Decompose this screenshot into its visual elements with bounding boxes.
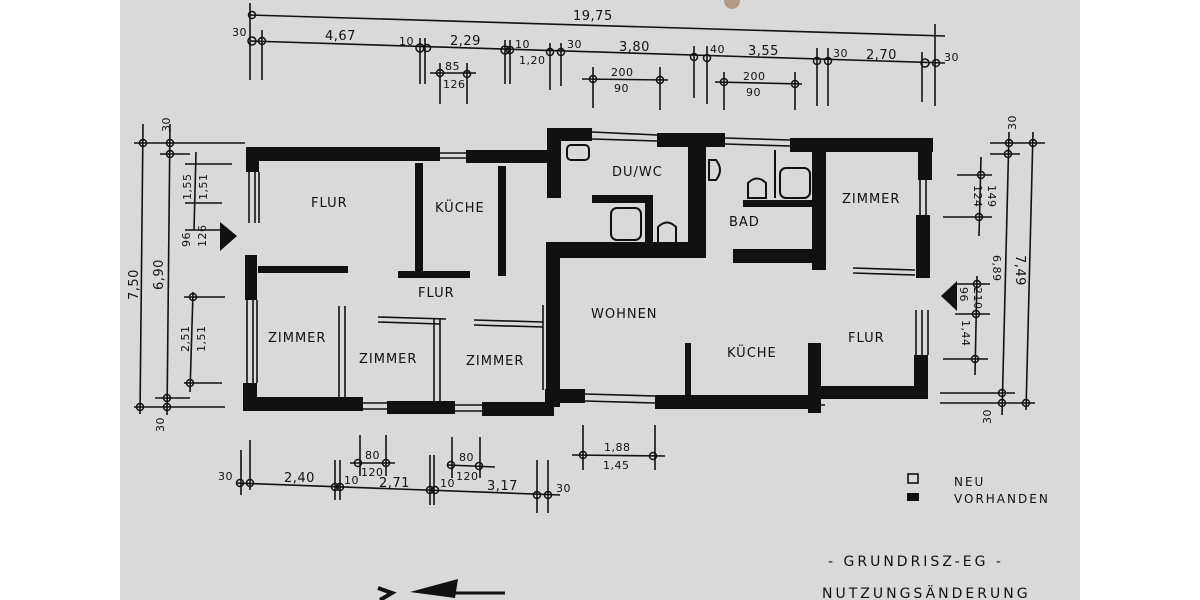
room-label-flur: FLUR	[848, 331, 885, 346]
existing-walls	[243, 128, 933, 416]
bottom-dimension-ticks	[235, 450, 658, 500]
bottom-dimension-labels: 30 2,40 10 2,71 10 3,17 30 80 120 80 120…	[218, 441, 631, 495]
dim-opening-width: 200	[743, 70, 766, 83]
dim-top-chain: 30	[567, 38, 582, 51]
dim-opening-height: 90	[746, 86, 761, 99]
dim-bottom-chain: 3,17	[487, 479, 518, 494]
top-dimension-labels: 19,75 30 4,67 10 2,29 10 30 3,80 40 3,55…	[232, 9, 959, 99]
dim-opening-height: 1,45	[603, 459, 630, 472]
dim-bottom-chain: 10	[440, 477, 455, 490]
dim-opening-height: 1,51	[197, 174, 210, 201]
punch-hole	[724, 0, 740, 9]
dim-top-chain: 3,80	[619, 40, 650, 55]
dim-opening-width: 85	[445, 60, 460, 73]
top-dimension-ticks	[247, 10, 941, 89]
dim-top-120: 1,20	[519, 54, 546, 67]
dim-top-chain: 30	[833, 47, 848, 60]
new-walls	[338, 267, 916, 404]
dim-top-chain: 3,55	[748, 44, 779, 59]
dim-left-inner: 6,90	[152, 259, 167, 290]
toilet-icon	[747, 177, 767, 199]
window-marker-right-icon	[941, 281, 957, 311]
dim-left-bottom: 30	[154, 417, 167, 432]
dim-opening-width: 96	[957, 287, 970, 302]
dim-opening-width: 124	[971, 185, 984, 208]
windows	[246, 131, 929, 412]
dim-bottom-chain: 10	[344, 474, 359, 487]
drawing-subtitle: NUTZUNGSÄNDERUNG	[822, 584, 1031, 600]
room-label-flur: FLUR	[311, 196, 348, 211]
dim-top-chain: 10	[399, 35, 414, 48]
dim-opening-width: 1,88	[604, 441, 631, 454]
dim-right-total: 7,49	[1012, 255, 1027, 286]
dim-top-chain: 4,67	[325, 29, 356, 44]
dim-opening-height: 120	[361, 466, 384, 479]
dim-bottom-chain: 30	[218, 470, 233, 483]
dim-right-bottom: 30	[981, 409, 994, 424]
title-block: - GRUNDRISZ-EG - NUTZUNGSÄNDERUNG	[822, 554, 1031, 600]
room-label-zimmer: ZIMMER	[466, 354, 524, 369]
window-marker-left-icon	[220, 222, 237, 251]
shower-tray-icon	[610, 207, 642, 241]
legend-label-new: NEU	[954, 475, 985, 489]
dim-top-chain: 40	[710, 43, 725, 56]
legend-new-wall-icon	[907, 473, 919, 484]
left-dimension-ticks	[135, 138, 198, 412]
dim-opening-width: 1,55	[181, 174, 194, 201]
dim-opening-width: 200	[611, 66, 634, 79]
right-dimension-labels: 30 30 7,49 6,89 124 149 96 210 1,44	[957, 115, 1027, 424]
room-label-du-wc: DU/WC	[612, 165, 663, 180]
north-arrow-icon	[377, 579, 505, 600]
right-dimension-ticks	[970, 138, 1038, 408]
room-label-zimmer: ZIMMER	[359, 352, 417, 367]
sanitary-fixtures	[566, 144, 811, 244]
sink-icon	[566, 144, 590, 161]
drawing-title: - GRUNDRISZ-EG -	[828, 554, 1004, 570]
dim-top-chain: 2,70	[866, 48, 897, 63]
dim-opening-width: 80	[365, 449, 380, 462]
room-label-flur: FLUR	[418, 286, 455, 301]
dim-opening-width: 1,44	[959, 320, 972, 347]
left-dimension-lines	[134, 123, 245, 416]
dim-opening-height: 1,51	[195, 326, 208, 353]
bathtub-icon	[779, 167, 811, 199]
room-label-wohnen: WOHNEN	[591, 307, 658, 322]
dim-left-total: 7,50	[127, 269, 142, 300]
left-dimension-labels: 7,50 6,90 30 30 1,55 1,51 96 126 2,51 1,…	[127, 117, 210, 432]
dim-opening-height: 126	[196, 225, 209, 248]
room-label-kueche: KÜCHE	[727, 344, 777, 361]
legend-label-existing: VORHANDEN	[954, 492, 1050, 506]
dim-opening-width: 96	[180, 232, 193, 247]
toilet-icon	[657, 221, 677, 244]
dim-opening-height: 126	[443, 78, 466, 91]
room-label-zimmer: ZIMMER	[268, 331, 326, 346]
dim-right-inner: 6,89	[990, 255, 1003, 282]
bottom-dimension-lines	[235, 404, 825, 513]
dim-opening-width: 80	[459, 451, 474, 464]
dim-opening-height: 149	[985, 185, 998, 208]
legend: NEU VORHANDEN	[907, 473, 1050, 506]
legend-existing-wall-icon	[907, 493, 919, 501]
dim-top-chain: 30	[232, 26, 247, 39]
room-labels: FLUR KÜCHE FLUR ZIMMER ZIMMER ZIMMER DU/…	[268, 165, 900, 369]
dim-right-top: 30	[1006, 115, 1019, 130]
dim-bottom-chain: 30	[556, 482, 571, 495]
dim-top-chain: 30	[944, 51, 959, 64]
room-label-bad: BAD	[729, 215, 760, 230]
dim-opening-height: 120	[456, 470, 479, 483]
floor-plan-drawing: 19,75 30 4,67 10 2,29 10 30 3,80 40 3,55…	[127, 3, 1050, 600]
floor-plan-sheet: 19,75 30 4,67 10 2,29 10 30 3,80 40 3,55…	[120, 0, 1080, 600]
room-label-kueche: KÜCHE	[435, 199, 485, 216]
dim-left-top: 30	[160, 117, 173, 132]
dim-bottom-chain: 2,40	[284, 471, 315, 486]
dim-opening-height: 210	[971, 287, 984, 310]
dim-bottom-chain: 2,71	[379, 476, 410, 491]
dim-top-chain: 10	[515, 38, 530, 51]
dim-opening-height: 90	[614, 82, 629, 95]
dim-opening-width: 2,51	[179, 326, 192, 353]
room-label-zimmer: ZIMMER	[842, 192, 900, 207]
dim-top-total: 19,75	[573, 9, 613, 24]
washbasin-icon	[708, 159, 721, 181]
dim-top-chain: 2,29	[450, 34, 481, 49]
